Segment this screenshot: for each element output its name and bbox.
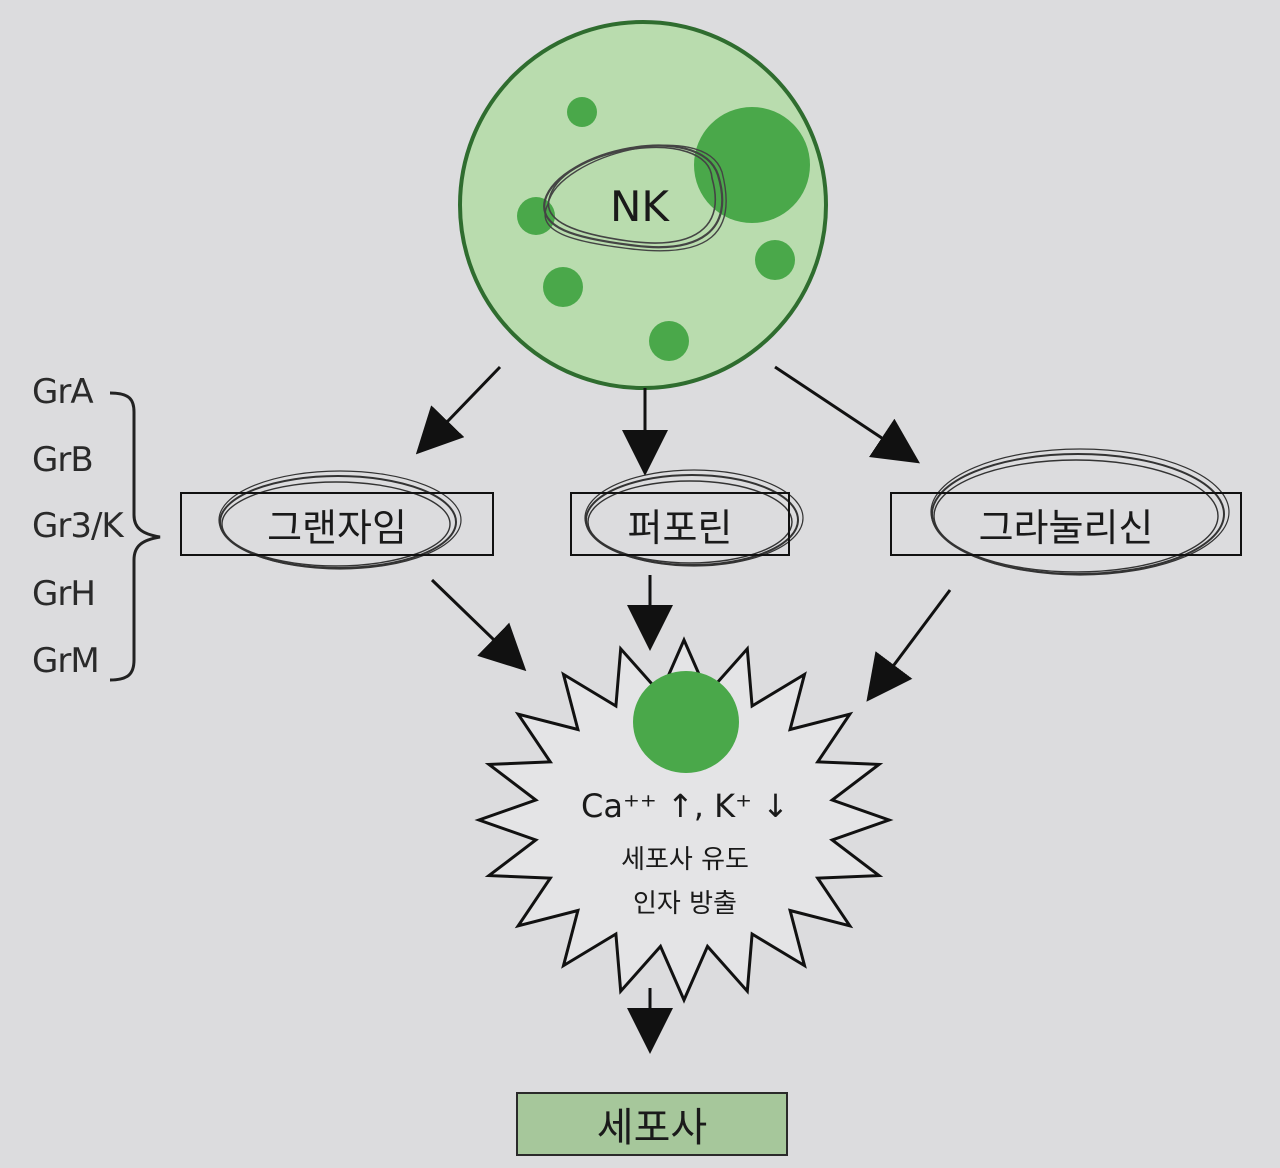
arrow-nk-to-granzyme (415, 365, 502, 455)
granule (543, 267, 583, 307)
arrow-nk-to-granulysin (774, 365, 920, 464)
granulysin-box: 그라눌리신 (890, 492, 1242, 556)
granule-protein-gr3k: Gr3/K (32, 506, 124, 546)
cell-death-box: 세포사 (516, 1092, 788, 1156)
granulysin-scribble (930, 448, 1230, 576)
granzyme-scribble (218, 470, 462, 570)
granule (517, 197, 555, 235)
granzyme-box: 그랜자임 (180, 492, 494, 556)
granule-protein-grb: GrB (32, 440, 94, 480)
cell-death-label: 세포사 (596, 1105, 708, 1151)
granule (567, 97, 597, 127)
death-inducer-line1: 세포사 유도 (621, 845, 749, 875)
nk-nucleus (543, 144, 727, 252)
granule-protein-grh: GrH (32, 574, 96, 614)
granulysin-label: 그라눌리신 (978, 505, 1154, 550)
arrow-granulysin-to-target (866, 589, 952, 702)
perforin-scribble (584, 469, 804, 567)
target-cell-burst (474, 636, 894, 1004)
granule-protein-gra: GrA (32, 372, 94, 412)
granule (649, 321, 689, 361)
arrow-granzyme-to-target (430, 578, 527, 672)
granule-large (694, 107, 810, 223)
ion-change-text: Ca⁺⁺ ↑, K⁺ ↓ (581, 787, 789, 825)
granzyme-label: 그랜자임 (267, 505, 407, 550)
target-cell-nucleus (633, 671, 739, 773)
perforin-box: 퍼포린 (570, 492, 790, 556)
death-inducer-line2: 인자 방출 (633, 889, 737, 919)
granule-protein-grm: GrM (32, 641, 100, 681)
granule (755, 240, 795, 280)
granule-proteins-bracket (109, 391, 161, 682)
nk-label: NK (610, 182, 669, 231)
perforin-label: 퍼포린 (627, 505, 733, 550)
